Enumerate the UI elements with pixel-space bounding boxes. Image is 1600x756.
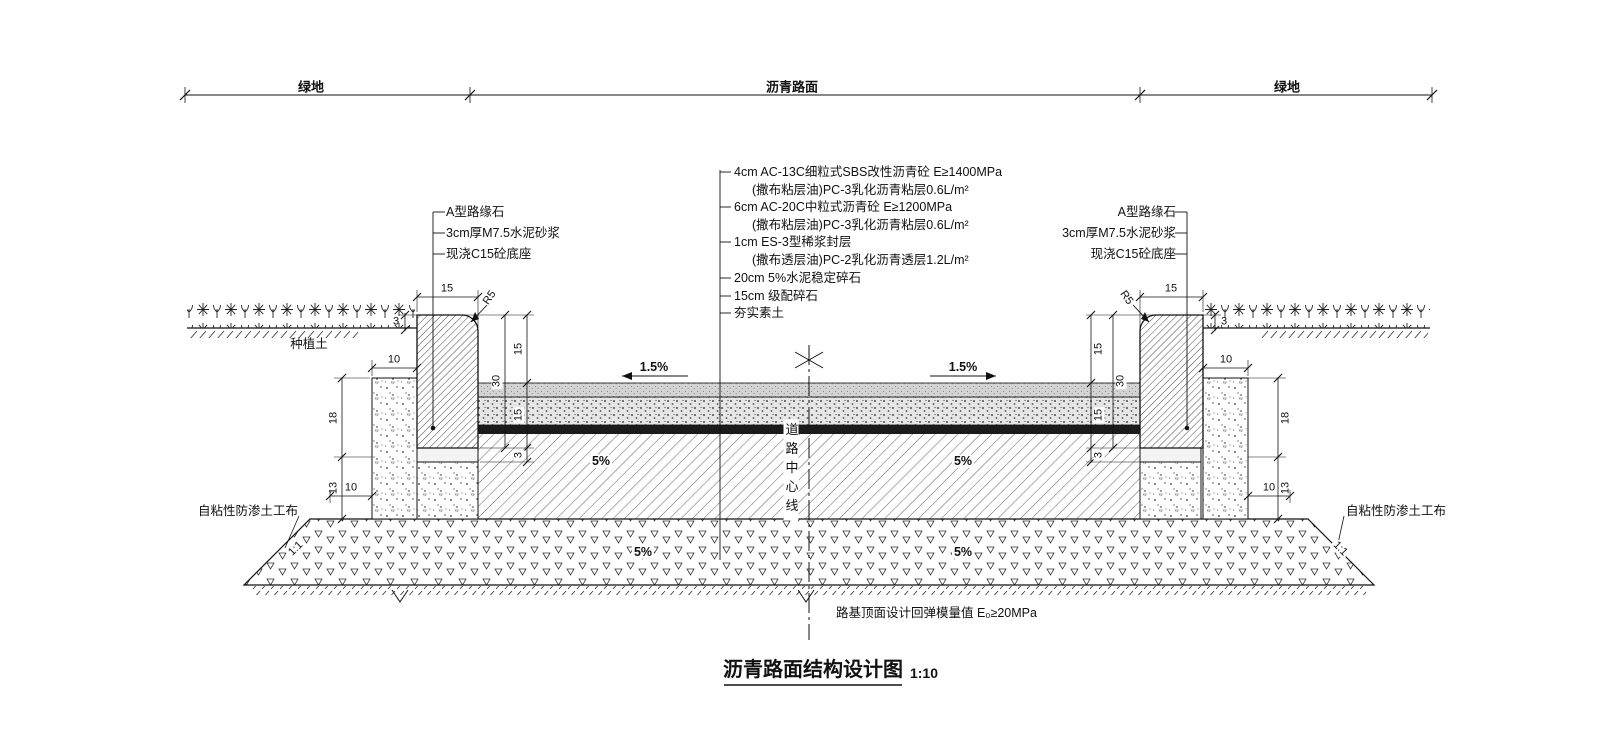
zone-label-left: 绿地 — [297, 79, 325, 95]
dim-toe-right: 10 — [1262, 481, 1276, 494]
dim-depth-lower-right: 13 — [1279, 481, 1292, 495]
cross-slope-right: 1.5% — [946, 359, 980, 374]
note-curb-left-2: 现浇C15砼底座 — [446, 246, 532, 261]
note-curb-left-0: A型路缘石 — [446, 204, 505, 219]
dimension-lines — [325, 290, 1295, 524]
dim-exposure-left: 15 — [512, 340, 525, 358]
dim-embed-left: 15 — [512, 406, 525, 424]
left-curb — [416, 314, 479, 449]
note-layer-5: (撒布透层油)PC-2乳化沥青透层1.2L/m² — [752, 252, 969, 267]
note-curb-right-1: 3cm厚M7.5水泥砂浆 — [1062, 225, 1176, 240]
dim-backing-left: 10 — [387, 353, 401, 366]
right-curb-assembly — [1139, 314, 1249, 520]
drawing-scale: 1:10 — [909, 665, 939, 681]
right-curb — [1139, 314, 1204, 449]
base-slope-right: 5% — [951, 453, 975, 468]
dim-reveal-right: 3 — [1220, 315, 1228, 328]
radius-leaders — [470, 304, 1150, 323]
note-curb-left-1: 3cm厚M7.5水泥砂浆 — [446, 225, 560, 240]
geotextile-leader-left — [284, 515, 300, 549]
plants-right — [1203, 302, 1430, 328]
dim-curb-height-right: 30 — [1114, 372, 1127, 390]
cross-slope-indicators — [622, 372, 996, 380]
note-layer-4: 1cm ES-3型稀浆封层 — [734, 234, 852, 249]
ground-mark-left — [391, 589, 409, 603]
dim-toe-left: 10 — [344, 481, 358, 494]
subgrade-note: 路基顶面设计回弹模量值 E₀≥20MPa — [836, 605, 1037, 620]
planting-soil-label: 种植土 — [290, 336, 328, 351]
dim-exposure-right: 15 — [1092, 340, 1105, 358]
note-layer-2: 6cm AC-20C中粒式沥青砼 E≥1200MPa — [734, 199, 953, 214]
ground-mark-center — [797, 589, 815, 603]
plants-left — [187, 302, 415, 328]
subbase-slope-right: 5% — [951, 544, 975, 559]
centerline-break-symbol — [794, 351, 824, 369]
note-layer-0: 4cm AC-13C细粒式SBS改性沥青砼 E≥1400MPa — [734, 164, 1003, 179]
top-dimension-line — [179, 87, 1438, 103]
note-layer-6: 20cm 5%水泥稳定碎石 — [734, 270, 862, 285]
dim-backing-right: 10 — [1219, 353, 1233, 366]
geotextile-label-left: 自粘性防渗土工布 — [197, 503, 298, 518]
dim-depth-upper-right: 18 — [1279, 411, 1292, 425]
left-curb-assembly — [371, 314, 479, 520]
cross-slope-left: 1.5% — [637, 359, 671, 374]
note-layer-8: 夯实素土 — [734, 305, 785, 320]
road-centerline-label: 道路中心线 — [783, 419, 799, 521]
subbase-slope-left: 5% — [631, 544, 655, 559]
base-slope-left: 5% — [589, 453, 613, 468]
dim-curb-height-left: 30 — [490, 372, 503, 390]
dim-depth-lower-left: 13 — [327, 481, 340, 495]
dim-mortar-right: 3 — [1092, 449, 1105, 461]
layer-leader — [719, 170, 731, 560]
dim-curb-width-left: 15 — [440, 282, 454, 295]
note-layer-1: (撒布粘层油)PC-3乳化沥青粘层0.6L/m² — [752, 182, 969, 197]
drawing-title: 沥青路面结构设计图 — [723, 659, 903, 681]
zone-label-center: 沥青路面 — [765, 79, 819, 95]
geotextile-label-right: 自粘性防渗土工布 — [1346, 503, 1447, 518]
right-curb-leader — [1175, 211, 1190, 431]
zone-label-right: 绿地 — [1273, 79, 1301, 95]
dim-embed-right: 15 — [1092, 406, 1105, 424]
dim-reveal-left: 3 — [392, 315, 400, 328]
subgrade-hatching — [252, 586, 1366, 595]
green-verge — [187, 302, 1430, 338]
note-layer-7: 15cm 级配碎石 — [734, 288, 819, 303]
note-curb-right-0: A型路缘石 — [1117, 204, 1176, 219]
slurry-seal-layer — [478, 425, 1140, 434]
dim-mortar-left: 3 — [512, 449, 525, 461]
note-curb-right-2: 现浇C15砼底座 — [1090, 246, 1176, 261]
left-curb-leader — [430, 211, 445, 431]
dim-depth-upper-left: 18 — [327, 411, 340, 425]
note-layer-3: (撒布粘层油)PC-3乳化沥青粘层0.6L/m² — [752, 217, 969, 232]
dim-curb-width-right: 15 — [1164, 282, 1178, 295]
